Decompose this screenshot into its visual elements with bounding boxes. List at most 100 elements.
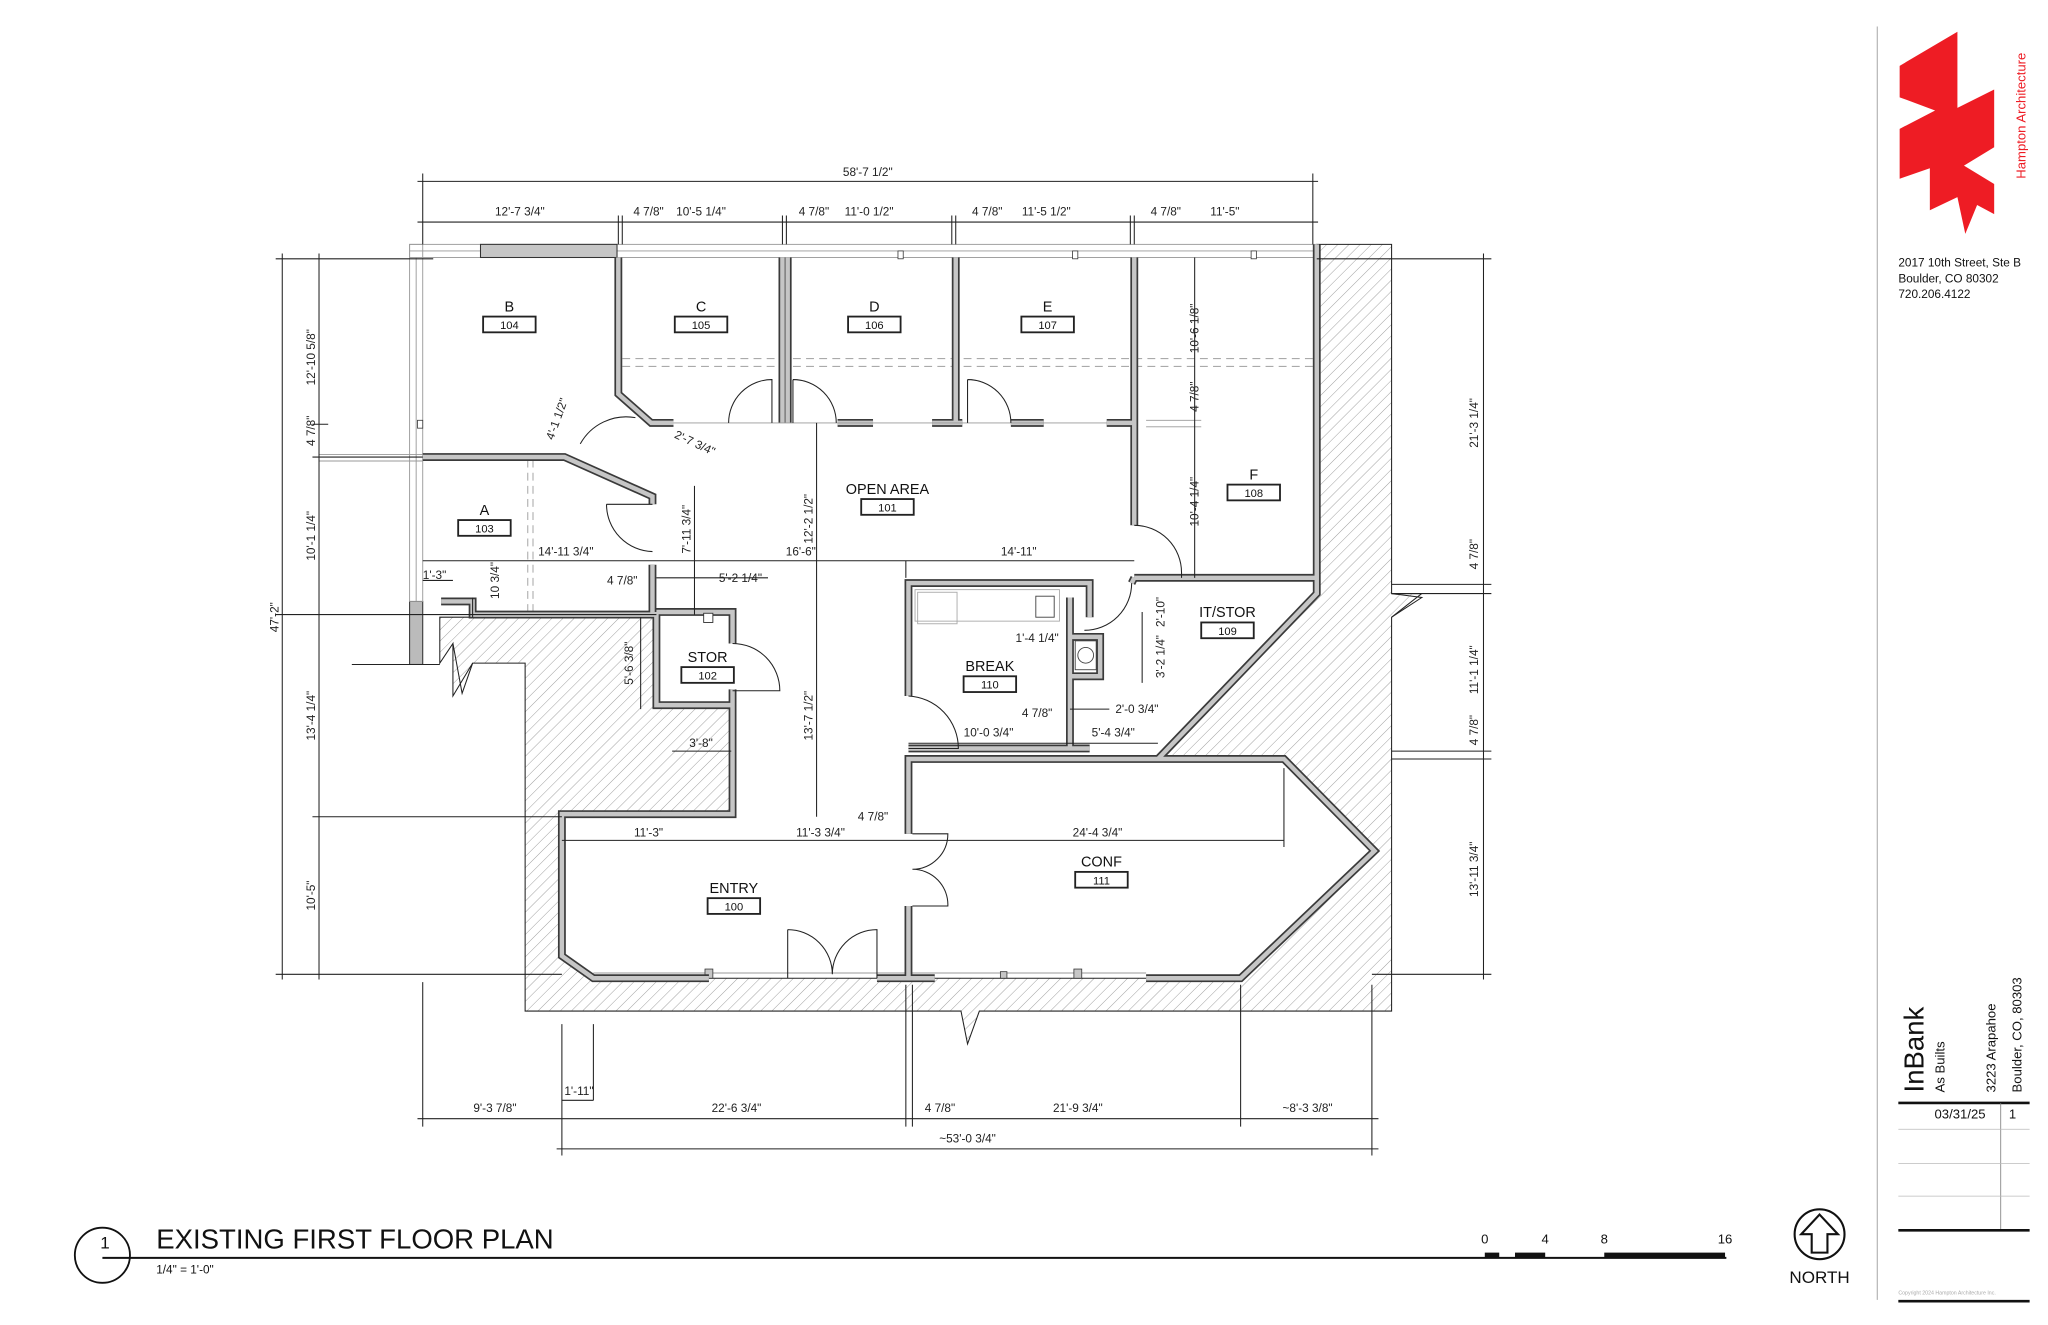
room-number: 101 bbox=[878, 503, 897, 515]
dim-label: 2'-10" bbox=[1153, 597, 1167, 627]
dim-label: 4 7/8" bbox=[304, 416, 318, 446]
dim-label: 11'-5 1/2" bbox=[1022, 204, 1071, 218]
dim-label: 3'-8" bbox=[689, 736, 713, 750]
drawing-number: 1 bbox=[100, 1234, 109, 1253]
dim-label: 24'-4 3/4" bbox=[1073, 825, 1123, 839]
drawing-title-text: EXISTING FIRST FLOOR PLAN bbox=[156, 1224, 553, 1255]
dim-label: 12'-7 3/4" bbox=[495, 204, 545, 218]
scale-tick-label: 8 bbox=[1601, 1231, 1608, 1246]
dim-label: 10 3/4" bbox=[488, 562, 502, 599]
dim-label: 4 7/8" bbox=[972, 204, 1002, 218]
dim-label: 14'-11 3/4" bbox=[538, 545, 593, 559]
door-c bbox=[728, 379, 773, 423]
dim-label: 4 7/8" bbox=[607, 573, 637, 587]
door-b bbox=[579, 416, 636, 445]
dim-label: ~53'-0 3/4" bbox=[939, 1131, 996, 1145]
room-name: BREAK bbox=[965, 659, 1014, 675]
project-name: InBank bbox=[1898, 1006, 1929, 1092]
drawing-title: 1 EXISTING FIRST FLOOR PLAN 1/4" = 1'-0" bbox=[73, 1224, 1727, 1284]
dim-label: ~8'-3 3/8" bbox=[1283, 1101, 1333, 1115]
dim-label: 10'-5" bbox=[304, 880, 318, 910]
room-name: IT/STOR bbox=[1199, 605, 1256, 621]
dim-label: 4 7/8" bbox=[925, 1101, 955, 1115]
room-name: D bbox=[869, 299, 879, 315]
door-d bbox=[792, 379, 837, 423]
counter bbox=[914, 589, 1060, 622]
fridge bbox=[917, 591, 958, 625]
hatched-area bbox=[439, 243, 1424, 1046]
dim-label: 5'-6 3/8" bbox=[622, 642, 636, 685]
dim-label: 4 7/8" bbox=[1467, 715, 1481, 745]
dim-label: 12'-10 5/8" bbox=[304, 329, 318, 385]
room-name: E bbox=[1043, 299, 1053, 315]
site-address: 3223 Arapahoe bbox=[1983, 1004, 1998, 1093]
dim-label: 11'-0 1/2" bbox=[845, 204, 894, 218]
scale-tick-label: 0 bbox=[1481, 1231, 1488, 1246]
north-arrow: NORTH bbox=[1789, 1208, 1850, 1287]
room-tag-107: E 107 bbox=[1020, 299, 1075, 334]
break-line-icon bbox=[452, 593, 1424, 696]
door-break bbox=[908, 695, 959, 750]
dim-label: 2'-7 3/4" bbox=[672, 427, 717, 458]
dim-label: 13'-11 3/4" bbox=[1467, 842, 1481, 897]
firm-address: Boulder, CO 80302 bbox=[1898, 271, 1998, 285]
copyright: Copyright 2024 Hampton Architecture Inc. bbox=[1898, 1291, 1995, 1297]
dim-label: 4 7/8" bbox=[1467, 539, 1481, 569]
dim-label: 1'-11" bbox=[564, 1084, 593, 1098]
overhead-dashed-lines bbox=[527, 358, 1313, 612]
firm-phone: 720.206.4122 bbox=[1898, 287, 1970, 301]
door-f bbox=[1134, 524, 1183, 578]
room-name: A bbox=[480, 503, 490, 519]
room-name: F bbox=[1249, 467, 1258, 483]
revision-number: 1 bbox=[2009, 1107, 2016, 1122]
dim-label: 22'-6 3/4" bbox=[712, 1101, 762, 1115]
room-name: OPEN AREA bbox=[846, 482, 930, 498]
door-it bbox=[1084, 583, 1133, 631]
dim-label: 4 7/8" bbox=[633, 204, 663, 218]
dim-label: 7'-11 3/4" bbox=[680, 505, 694, 554]
site-address: Boulder, CO, 80303 bbox=[2010, 977, 2025, 1092]
door-a bbox=[605, 503, 653, 553]
dim-label: 4 7/8" bbox=[1188, 381, 1202, 411]
door-e bbox=[967, 379, 1012, 423]
room-name: B bbox=[505, 299, 515, 315]
room-name: C bbox=[696, 299, 706, 315]
room-number: 106 bbox=[865, 320, 884, 332]
drawing-number-circle bbox=[73, 1226, 131, 1284]
dim-label: 47'-2" bbox=[267, 602, 281, 632]
toilet bbox=[1074, 640, 1097, 671]
room-name: CONF bbox=[1081, 855, 1122, 871]
dim-label: 13'-4 1/4" bbox=[304, 691, 318, 741]
room-name: ENTRY bbox=[710, 881, 759, 897]
dim-label: 58'-7 1/2" bbox=[843, 165, 893, 179]
dim-label: 4'-1 1/2" bbox=[543, 396, 571, 441]
storefront-windows bbox=[409, 243, 1318, 979]
project-phase: As Builts bbox=[1932, 1041, 1947, 1092]
firm-address: 2017 10th Street, Ste B bbox=[1898, 256, 2021, 270]
dim-label: 4 7/8" bbox=[799, 204, 829, 218]
room-name: STOR bbox=[688, 650, 728, 666]
door-conf bbox=[912, 833, 949, 907]
dim-label: 4 7/8" bbox=[858, 810, 888, 824]
dim-label: 2'-0 3/4" bbox=[1115, 702, 1158, 716]
dim-label: 11'-3" bbox=[634, 825, 663, 839]
dim-label: 13'-7 1/2" bbox=[802, 691, 816, 741]
dim-label: 9'-3 7/8" bbox=[473, 1101, 516, 1115]
room-number: 108 bbox=[1244, 488, 1263, 500]
dim-label: 10'-1 1/4" bbox=[304, 511, 318, 561]
dim-label: 10'-6 1/8" bbox=[1188, 304, 1202, 354]
dim-label: 3'-2 1/4" bbox=[1153, 635, 1167, 678]
walls bbox=[319, 244, 1381, 983]
drawing-scale: 1/4" = 1'-0" bbox=[156, 1263, 214, 1277]
dim-label: 10'-5 1/4" bbox=[676, 204, 726, 218]
room-number: 102 bbox=[698, 671, 717, 683]
room-number: 107 bbox=[1038, 320, 1057, 332]
